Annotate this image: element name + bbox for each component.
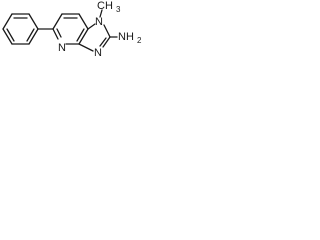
methyl-label: CH [97,0,113,12]
chemical-structure: N CH 3 N N NH 2 [2,0,142,59]
amine-subscript: 2 [137,36,142,45]
pyridine-ring [52,13,89,45]
amine-label: NH [118,31,134,43]
imidazole-bond [102,36,111,48]
pyridine-double-bond [56,28,62,38]
imidazole-ring [78,23,111,52]
pyridine-bond [52,13,63,30]
pyridine-bond [78,13,89,30]
pyridine-bond [52,28,59,40]
amine-group: NH 2 [118,31,142,45]
methyl-bond [99,9,103,18]
phenyl-double-bond [26,28,35,42]
phenyl-ring [2,13,39,45]
methyl-group: CH 3 [97,0,121,14]
pyridine-bond [78,28,89,45]
pyridine-double-bond [76,28,85,42]
n-imidazole-atom: N [94,47,102,59]
phenyl-bond [28,28,39,45]
imidazole-bond [103,24,111,38]
phenyl-bond [2,13,13,30]
imidazole-bond [87,23,96,30]
phenyl-bond [2,28,13,45]
imidazole-double-bond [99,37,107,47]
n-methyl-atom: N [95,16,103,28]
imidazole-bond [78,43,94,52]
methyl-subscript: 3 [116,5,121,14]
phenyl-double-bond [6,28,15,42]
n-pyridine-atom: N [58,42,66,54]
phenyl-bond [28,13,39,30]
